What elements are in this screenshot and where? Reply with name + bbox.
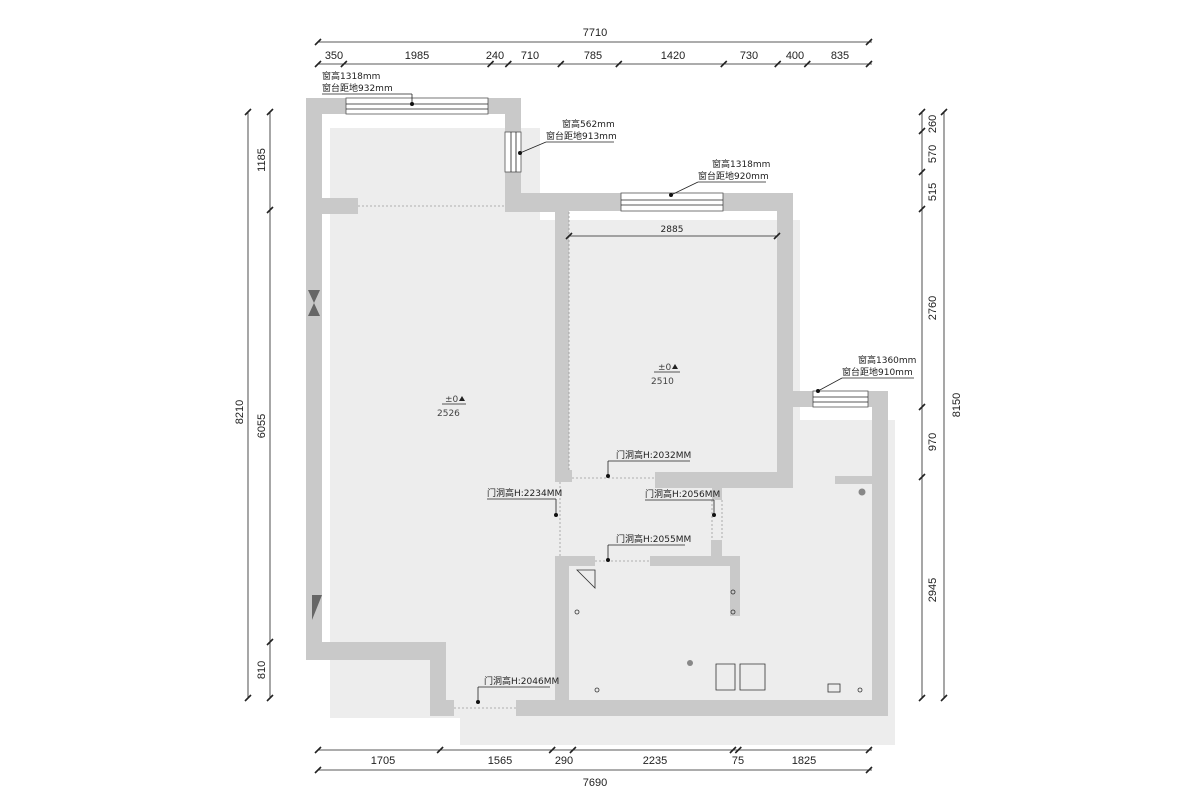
wall-shadow bbox=[330, 128, 895, 745]
right-dim-6: 2945 bbox=[927, 578, 939, 602]
bottom-dim-6: 1825 bbox=[792, 755, 816, 767]
bottom-tick-1 bbox=[436, 746, 444, 754]
top-end-tick-2 bbox=[865, 60, 873, 68]
window-1-height: 窗高1318mm bbox=[322, 70, 380, 82]
window-annotations: 窗高1318mm 窗台距地932mm 窗高562mm 窗台距地913mm 窗高1… bbox=[322, 70, 916, 393]
right-dim-2: 570 bbox=[927, 145, 939, 163]
top-dim-1: 350 bbox=[325, 50, 343, 62]
right-total-dimension: 8150 bbox=[951, 393, 963, 417]
door-3-label: 门洞高H:2056MM bbox=[645, 488, 720, 500]
top-dimensions: 7710 350 1985 240 710 785 1420 730 400 8… bbox=[314, 27, 873, 68]
top-tick-6 bbox=[720, 60, 728, 68]
top-tick-5 bbox=[615, 60, 623, 68]
top-tick-8 bbox=[803, 60, 811, 68]
inner-width-dimension: 2885 bbox=[565, 225, 781, 240]
left-dim-2: 6055 bbox=[256, 414, 268, 438]
window-3-sill: 窗台距地920mm bbox=[698, 170, 769, 182]
bottom-dim-2: 1565 bbox=[488, 755, 512, 767]
top-tick-7 bbox=[774, 60, 782, 68]
top-tick-4 bbox=[557, 60, 565, 68]
bottom-dim-4: 2235 bbox=[643, 755, 667, 767]
right-dim-3: 515 bbox=[927, 183, 939, 201]
top-dim-3: 240 bbox=[486, 50, 504, 62]
door-4-label: 门洞高H:2055MM bbox=[616, 533, 691, 545]
right-dim-1: 260 bbox=[927, 115, 939, 133]
door-5-label: 门洞高H:2046MM bbox=[484, 675, 559, 687]
level-1-height: 2526 bbox=[437, 409, 460, 419]
inner-width-label: 2885 bbox=[661, 225, 684, 235]
window-3-height: 窗高1318mm bbox=[712, 158, 770, 170]
right-dimensions: 260 570 515 2760 970 2945 8150 bbox=[918, 108, 963, 702]
level-2-mark: ±0 bbox=[658, 363, 672, 373]
window-openings bbox=[345, 97, 869, 408]
top-total-dimension: 7710 bbox=[583, 27, 607, 39]
top-dim-7: 730 bbox=[740, 50, 758, 62]
top-tick-2 bbox=[487, 60, 495, 68]
bottom-end-tick-2 bbox=[865, 746, 873, 754]
door-gaps bbox=[358, 205, 723, 709]
top-dim-9: 835 bbox=[831, 50, 849, 62]
bottom-dimensions: 1705 1565 290 2235 75 1825 7690 bbox=[314, 746, 873, 789]
bottom-dim-5: 75 bbox=[732, 755, 744, 767]
level-1-mark: ±0 bbox=[445, 395, 459, 405]
window-right bbox=[812, 390, 869, 408]
bottom-tick-5 bbox=[734, 746, 742, 754]
top-end-tick-1 bbox=[314, 60, 322, 68]
left-dimensions: 8210 1185 6055 810 bbox=[234, 108, 274, 702]
floor-drain-icon bbox=[687, 660, 693, 666]
left-total-dimension: 8210 bbox=[234, 400, 246, 424]
level-2-triangle-icon bbox=[672, 364, 678, 369]
window-2-sill: 窗台距地913mm bbox=[546, 130, 617, 142]
bottom-dim-3: 290 bbox=[555, 755, 573, 767]
bottom-tick-2 bbox=[548, 746, 556, 754]
pipe-icon bbox=[858, 488, 866, 496]
door-2-label: 门洞高H:2234MM bbox=[487, 487, 562, 499]
door-annotations: 门洞高H:2032MM 门洞高H:2234MM 门洞高H:2056MM 门洞高H… bbox=[476, 449, 720, 704]
top-dim-2: 1985 bbox=[405, 50, 429, 62]
window-top-left bbox=[345, 97, 489, 115]
top-dim-6: 1420 bbox=[661, 50, 685, 62]
right-dim-4: 2760 bbox=[927, 296, 939, 320]
right-dim-5: 970 bbox=[927, 433, 939, 451]
top-tick-1 bbox=[340, 60, 348, 68]
level-2-height: 2510 bbox=[651, 377, 674, 387]
kitchen-corner bbox=[576, 569, 596, 589]
bottom-total-dimension: 7690 bbox=[583, 777, 607, 789]
top-dim-5: 785 bbox=[584, 50, 602, 62]
left-wall-duct bbox=[308, 290, 320, 303]
fixtures bbox=[308, 290, 866, 693]
left-bottom-duct bbox=[312, 595, 322, 620]
window-4-sill: 窗台距地910mm bbox=[842, 366, 913, 378]
window-4-height: 窗高1360mm bbox=[858, 354, 916, 366]
window-bedroom-top bbox=[620, 192, 724, 212]
meter-box-icon bbox=[827, 683, 841, 693]
window-2-height: 窗高562mm bbox=[562, 118, 615, 130]
top-tick-3 bbox=[504, 60, 512, 68]
bottom-tick-3 bbox=[569, 746, 577, 754]
top-dim-8: 400 bbox=[786, 50, 804, 62]
left-dim-3: 810 bbox=[256, 661, 268, 679]
top-dim-4: 710 bbox=[521, 50, 539, 62]
level-1-triangle-icon bbox=[459, 396, 465, 401]
bottom-end-tick-1 bbox=[314, 746, 322, 754]
door-1-label: 门洞高H:2032MM bbox=[616, 449, 691, 461]
bottom-tick-4 bbox=[729, 746, 737, 754]
left-dim-1: 1185 bbox=[256, 148, 268, 172]
bottom-dim-1: 1705 bbox=[371, 755, 395, 767]
level-marks: ±0 2526 ±0 2510 bbox=[437, 363, 680, 419]
window-1-sill: 窗台距地932mm bbox=[322, 82, 393, 94]
